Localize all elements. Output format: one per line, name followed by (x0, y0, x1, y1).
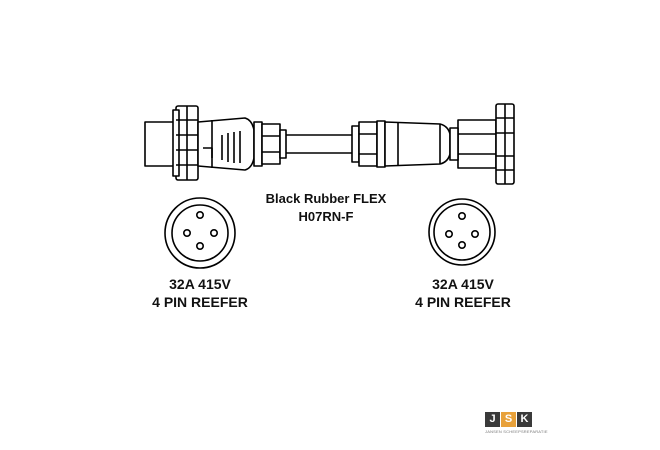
right-rating-label: 32A 415V (432, 276, 494, 292)
left-type-label: 4 PIN REEFER (152, 294, 248, 310)
left-plug-icon (144, 105, 287, 181)
right-plug-face-icon (428, 198, 496, 266)
logo-letter-s: S (501, 412, 516, 427)
logo-letter-j: J (485, 412, 500, 427)
company-logo: J S K JANSEN SCHEEPSREPARATIE (485, 412, 548, 436)
cable-type-label: Black Rubber FLEX (265, 191, 387, 206)
right-connector-icon (351, 103, 515, 185)
cable-icon (286, 134, 352, 154)
logo-letter-k: K (517, 412, 532, 427)
right-type-label: 4 PIN REEFER (415, 294, 511, 310)
cable-code-label: H07RN-F (298, 209, 354, 224)
left-rating-label: 32A 415V (169, 276, 231, 292)
left-socket-face-icon (164, 197, 236, 269)
logo-tagline: JANSEN SCHEEPSREPARATIE (485, 429, 548, 434)
